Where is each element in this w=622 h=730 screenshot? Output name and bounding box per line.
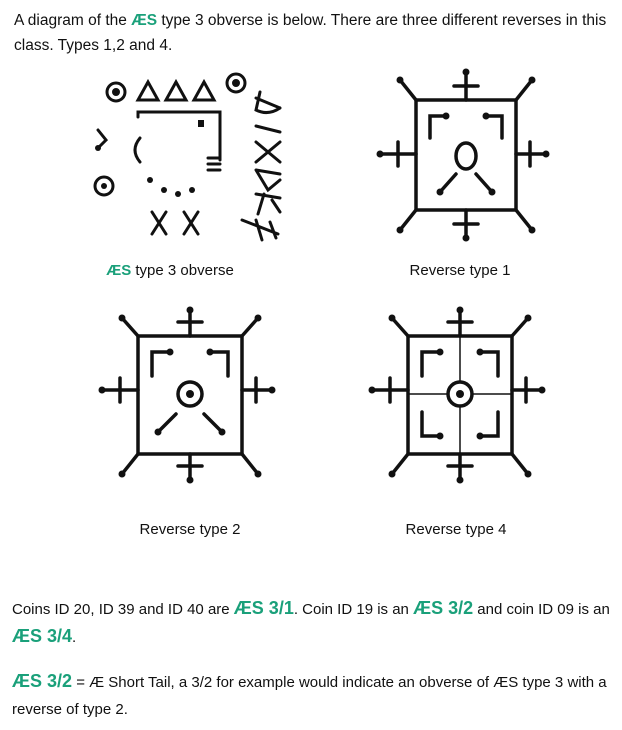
para1-code-2: ÆS 3/2 <box>413 598 474 618</box>
caption-reverse-1: Reverse type 1 <box>409 262 511 279</box>
caption-obverse: ÆS type 3 obverse <box>60 262 280 279</box>
caption-obverse-rest: type 3 obverse <box>131 262 234 279</box>
intro-text: A diagram of the ÆS type 3 obverse is be… <box>14 8 614 58</box>
intro-part1: A diagram of the <box>14 12 132 29</box>
reverse-type-4-diagram <box>362 306 552 486</box>
reverse-type-1-diagram <box>366 66 556 246</box>
para2-code: ÆS 3/2 <box>12 671 73 691</box>
para1-code-1: ÆS 3/1 <box>233 598 294 618</box>
para1-text-2: . Coin ID 19 is an <box>293 601 414 618</box>
caption-reverse-2: Reverse type 2 <box>139 521 241 538</box>
para2-text: = Æ Short Tail, a 3/2 for example would … <box>12 674 607 718</box>
intro-aes: ÆS <box>131 12 158 29</box>
para1-text-4: . <box>72 629 77 646</box>
coins-paragraph: Coins ID 20, ID 39 and ID 40 are ÆS 3/1.… <box>12 595 616 651</box>
notation-paragraph: ÆS 3/2 = Æ Short Tail, a 3/2 for example… <box>12 668 616 723</box>
reverse-type-2-diagram <box>92 306 282 486</box>
obverse-diagram <box>80 70 290 245</box>
intro-part2: type 3 obverse is below. There are three… <box>14 12 607 54</box>
caption-obverse-aes: ÆS <box>106 262 132 279</box>
para1-text-3: and coin ID 09 is an <box>473 601 610 618</box>
para1-text-1: Coins ID 20, ID 39 and ID 40 are <box>12 601 234 618</box>
caption-reverse-4: Reverse type 4 <box>405 521 507 538</box>
para1-code-3: ÆS 3/4 <box>12 626 73 646</box>
